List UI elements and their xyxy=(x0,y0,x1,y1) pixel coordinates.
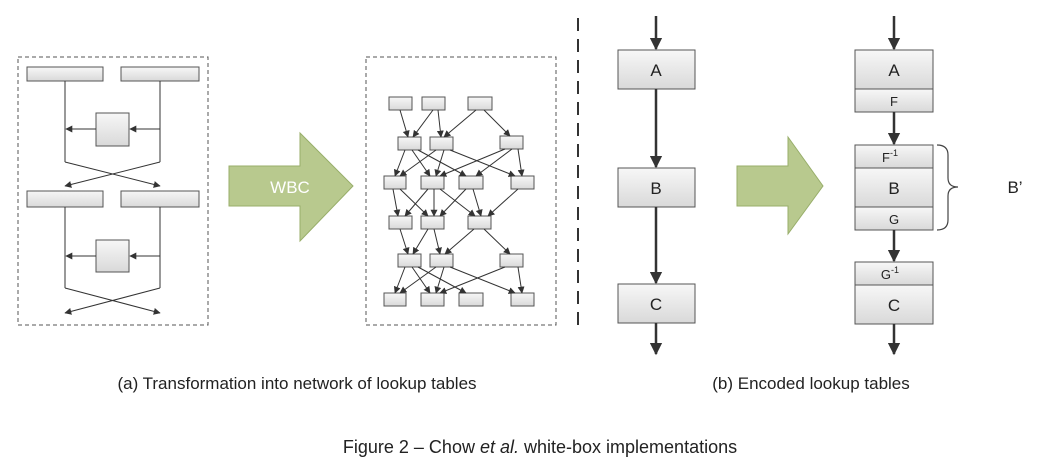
dashed-container-left xyxy=(17,56,209,326)
lookup-table xyxy=(420,292,445,307)
table-box xyxy=(120,190,200,208)
figure-caption-italic: et al. xyxy=(480,437,519,457)
edge xyxy=(64,161,161,188)
edge xyxy=(393,149,406,177)
table-box xyxy=(26,66,104,82)
edge xyxy=(443,109,477,138)
edge xyxy=(64,287,161,315)
lookup-table xyxy=(397,136,422,151)
edge xyxy=(434,266,445,294)
edge xyxy=(439,188,476,217)
plain-chain: A B C xyxy=(617,16,696,356)
encoded-table-c xyxy=(854,284,934,325)
input-decoding-f-inverse-label: F-1 xyxy=(882,148,898,165)
edge xyxy=(404,188,429,217)
edge xyxy=(417,266,467,294)
edge xyxy=(439,188,467,217)
output-encoding-f-label: F xyxy=(890,94,898,109)
table-b xyxy=(617,167,696,208)
table-box xyxy=(120,66,200,82)
lookup-table xyxy=(429,253,454,268)
edge xyxy=(517,266,525,294)
encoded-b-prime-label: B’ xyxy=(1007,178,1022,197)
lookup-network-block xyxy=(365,56,557,326)
panel-a-caption: (a) Transformation into network of looku… xyxy=(117,374,476,393)
lookup-table xyxy=(467,215,492,230)
input-decoding-g-inverse-label: G-1 xyxy=(881,265,899,282)
function-box xyxy=(95,239,130,273)
edge xyxy=(392,188,401,217)
lookup-table xyxy=(499,253,524,268)
edge xyxy=(439,266,506,294)
lookup-table xyxy=(383,175,407,190)
edge xyxy=(412,109,434,138)
lookup-table xyxy=(510,175,535,190)
panel-a: WBC xyxy=(17,56,557,393)
original-cipher-block xyxy=(17,56,209,326)
lookup-table xyxy=(499,135,524,150)
lookup-table xyxy=(421,96,446,111)
lookup-table xyxy=(467,96,493,111)
edge xyxy=(436,109,444,138)
lookup-table xyxy=(420,175,445,190)
lookup-table xyxy=(458,292,484,307)
edge xyxy=(411,266,431,294)
encoded-table-a-label: A xyxy=(888,61,900,80)
function-box xyxy=(95,112,130,147)
lookup-table xyxy=(420,215,445,230)
block-arrow-shape xyxy=(228,131,354,243)
table-a-label: A xyxy=(650,61,662,80)
encoded-table-b xyxy=(854,167,934,208)
dashed-container-right xyxy=(365,56,557,326)
edge xyxy=(517,148,525,177)
lookup-table xyxy=(510,292,535,307)
encoded-table-c-label: C xyxy=(888,296,900,315)
edge xyxy=(487,188,519,217)
edge xyxy=(449,266,516,294)
encoded-chain: A F F-1 B G G-1 C xyxy=(854,16,934,356)
edge xyxy=(449,149,516,177)
figure-caption: Figure 2 – Chow et al. white-box impleme… xyxy=(343,437,737,457)
encoded-table-b-label: B xyxy=(888,179,899,198)
table-box xyxy=(26,190,104,208)
edge xyxy=(439,148,506,177)
edge xyxy=(399,188,429,217)
edge xyxy=(399,228,410,255)
edge xyxy=(411,149,431,177)
output-encoding-g-label: G xyxy=(889,212,899,227)
table-b-label: B xyxy=(650,179,661,198)
edge xyxy=(475,148,513,177)
edge xyxy=(399,109,410,138)
encoded-table-a xyxy=(854,49,934,90)
edge xyxy=(412,228,429,255)
edge xyxy=(399,149,437,177)
figure-caption-suffix: white-box implementations xyxy=(519,437,737,457)
edge xyxy=(483,109,511,137)
grouping-brace xyxy=(936,144,959,231)
lookup-table xyxy=(383,292,407,307)
wbc-arrow: WBC xyxy=(228,131,354,243)
lookup-table xyxy=(458,175,484,190)
lookup-table xyxy=(388,96,413,111)
lookup-table xyxy=(388,215,413,230)
edge xyxy=(393,266,406,294)
lookup-table xyxy=(397,253,422,268)
edge xyxy=(444,228,475,255)
encoding-arrow xyxy=(736,135,824,236)
edge xyxy=(434,149,445,177)
edge xyxy=(433,228,442,255)
edge xyxy=(399,266,437,294)
figure-caption-prefix: Figure 2 – Chow xyxy=(343,437,480,457)
edge xyxy=(417,149,467,177)
panel-b-caption: (b) Encoded lookup tables xyxy=(712,374,910,393)
wbc-label: WBC xyxy=(270,178,310,197)
lookup-table xyxy=(429,136,454,151)
edge xyxy=(472,188,483,217)
table-c-label: C xyxy=(650,295,662,314)
edge xyxy=(483,228,511,255)
panel-b: A B C A F F-1 B G xyxy=(617,16,1023,393)
